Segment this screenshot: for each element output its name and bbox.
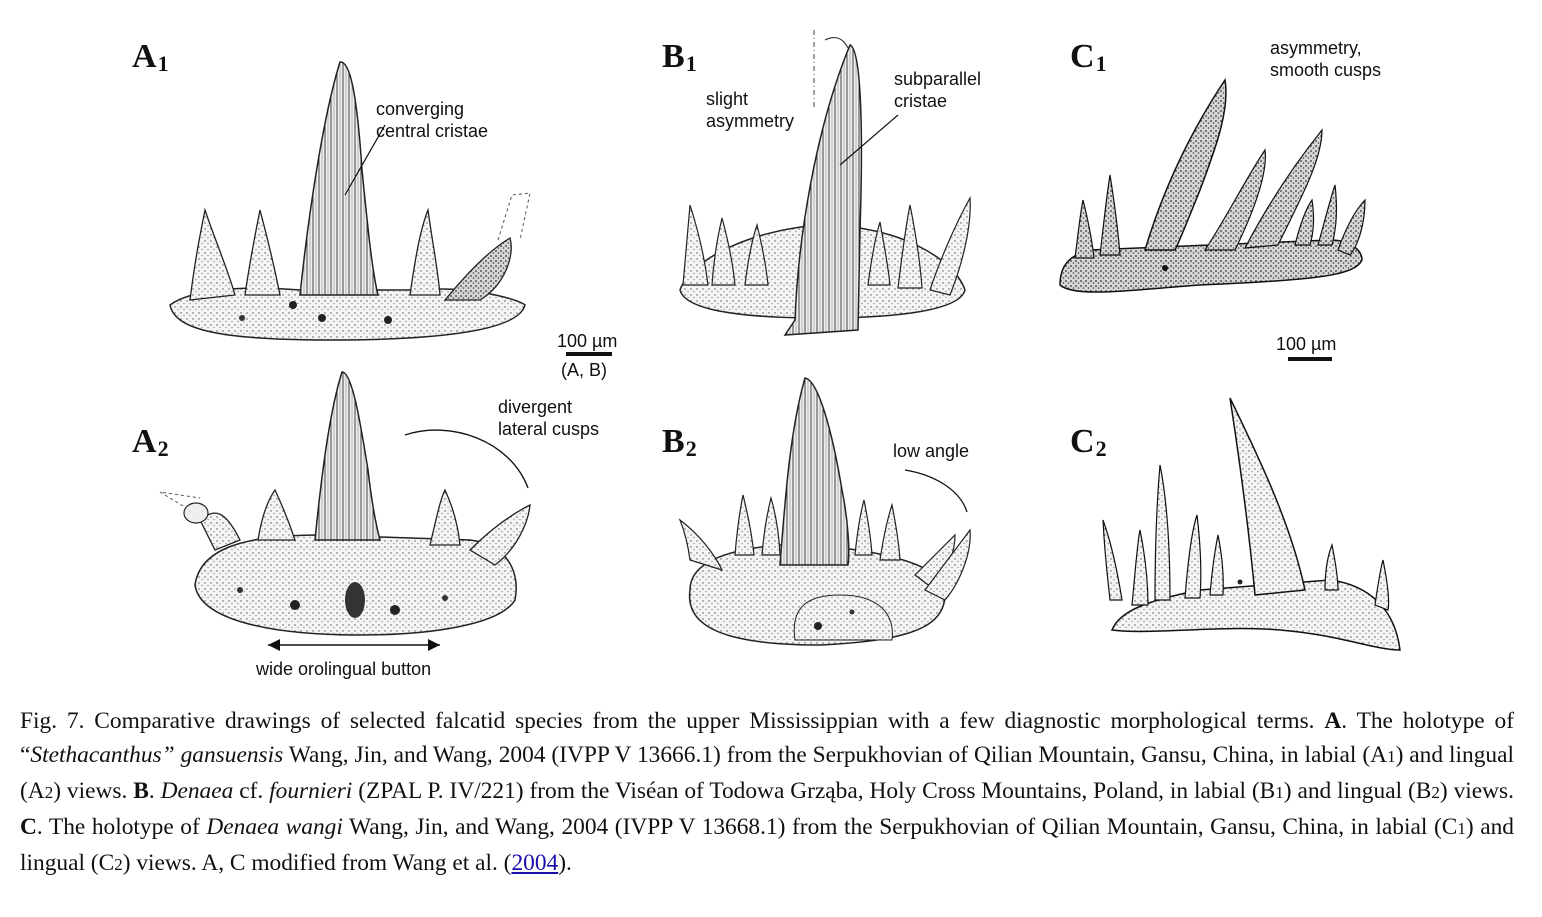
caption-c-taxon: Denaea wangi bbox=[206, 814, 343, 840]
panel-label-a2: A2 bbox=[132, 423, 169, 461]
panel-label-b2: B2 bbox=[662, 423, 697, 461]
tooth-a1 bbox=[169, 61, 531, 341]
caption-b-label: B bbox=[133, 778, 149, 804]
tooth-b2 bbox=[678, 377, 971, 646]
annotation-divergent-cusps: divergent lateral cusps bbox=[498, 397, 600, 439]
panel-label-c1: C1 bbox=[1070, 38, 1107, 76]
caption-c-label: C bbox=[20, 814, 37, 840]
scale-bar-ab bbox=[566, 352, 612, 356]
annotation-asymmetry-smooth: asymmetry, smooth cusps bbox=[1270, 38, 1382, 80]
annotation-low-angle: low angle bbox=[893, 441, 970, 461]
caption-a-label: A bbox=[1324, 708, 1342, 734]
tooth-c1 bbox=[1059, 78, 1366, 293]
scale-label-ab: 100 µm bbox=[557, 331, 618, 351]
scale-note-ab: (A, B) bbox=[561, 360, 608, 380]
caption-b-genus: Denaea bbox=[160, 778, 234, 804]
annotation-converging-cristae: converging central cristae bbox=[376, 99, 489, 141]
figure-panel: A1 A2 B1 B2 C1 C2 converging central cri… bbox=[132, 30, 1401, 679]
tooth-b1 bbox=[679, 30, 971, 336]
figure-caption: Fig. 7. Comparative drawings of selected… bbox=[20, 708, 1514, 876]
caption-fig: Fig. 7. Comparative drawings of selected… bbox=[20, 708, 1315, 734]
tooth-c2 bbox=[1102, 397, 1401, 651]
caption-a-taxon: Stethacanthus” gansuensis bbox=[30, 742, 284, 768]
panel-label-a1: A1 bbox=[132, 38, 169, 76]
scale-bar-c bbox=[1288, 357, 1332, 361]
reference-link-2004[interactable]: 2004 bbox=[511, 850, 559, 876]
annotation-wide-button: wide orolingual button bbox=[256, 659, 432, 679]
tooth-drawings bbox=[159, 30, 1401, 651]
panel-label-b1: B1 bbox=[662, 38, 697, 76]
tooth-a2 bbox=[159, 371, 531, 651]
annotation-subparallel-cristae: subparallel cristae bbox=[894, 69, 982, 111]
caption-b-species: fournieri bbox=[269, 778, 353, 804]
annotation-slight-asymmetry: slight asymmetry bbox=[706, 89, 795, 131]
panel-label-c2: C2 bbox=[1070, 423, 1107, 461]
scale-label-c: 100 µm bbox=[1276, 334, 1337, 354]
